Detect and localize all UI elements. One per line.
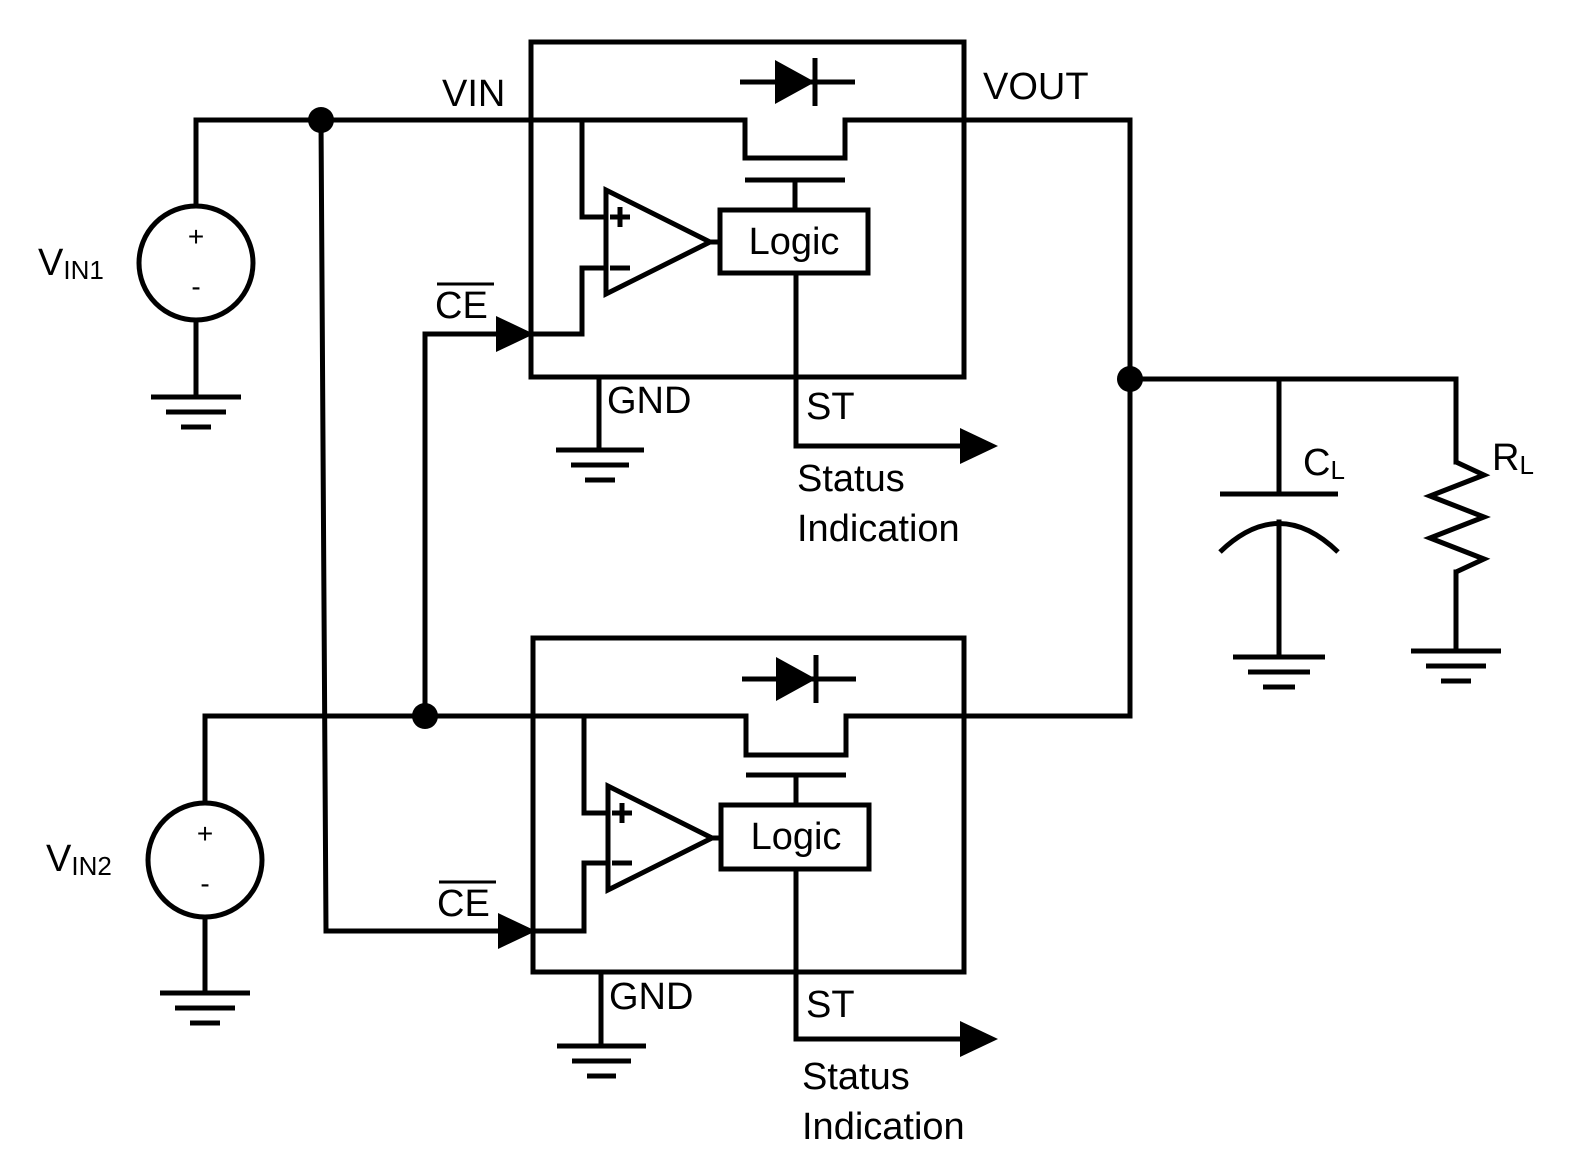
vin1-junction-dot-icon	[308, 107, 334, 133]
vin1-label: VIN1	[38, 242, 104, 285]
top-indication-label: Indication	[797, 508, 960, 550]
bottom-indication-label: Indication	[802, 1106, 965, 1148]
vin-label: VIN	[442, 73, 505, 115]
top-st-label: ST	[806, 386, 855, 428]
bottom-body-diode-icon	[742, 655, 856, 703]
resistor-icon	[1411, 459, 1501, 684]
bottom-ic-ground-icon	[557, 1043, 646, 1079]
capacitor-icon	[1218, 491, 1340, 690]
bottom-logic-label: Logic	[751, 816, 842, 858]
top-gnd-label: GND	[607, 380, 691, 422]
vin2-junction-dot-icon	[412, 703, 438, 729]
vin1-minus-sign: -	[191, 271, 200, 302]
vin2-source-icon	[145, 800, 265, 1026]
vin2-plus-sign: +	[197, 818, 213, 849]
bottom-ic: Logic	[530, 635, 998, 1079]
top-comparator-icon	[603, 185, 720, 299]
bottom-st-label: ST	[806, 984, 855, 1026]
top-ic-box	[528, 39, 967, 380]
main-wiring	[193, 107, 1459, 949]
vin1-source-icon	[136, 203, 256, 430]
bottom-ce-arrow-icon	[498, 913, 536, 949]
top-ic-ground-icon	[556, 447, 644, 483]
top-status-label: Status	[797, 458, 905, 500]
bottom-ce-label: CE	[437, 883, 490, 925]
bottom-mosfet-icon	[743, 713, 849, 805]
top-ic: Logic	[528, 39, 998, 483]
bottom-gnd-label: GND	[609, 976, 693, 1018]
vin1-plus-sign: +	[188, 221, 204, 252]
bottom-status-label: Status	[802, 1056, 910, 1098]
top-ce-label: CE	[435, 285, 488, 327]
top-logic-label: Logic	[749, 221, 840, 263]
top-body-diode-icon	[740, 58, 855, 106]
top-status-arrow-icon	[960, 428, 998, 464]
cl-label: CL	[1303, 442, 1345, 485]
bottom-comparator-icon	[605, 781, 721, 895]
bottom-ic-box	[530, 635, 967, 975]
rl-label: RL	[1492, 437, 1534, 480]
vin2-minus-sign: -	[200, 868, 209, 899]
vin2-label: VIN2	[46, 838, 112, 881]
bottom-status-arrow-icon	[960, 1021, 998, 1057]
top-ce-arrow-icon	[496, 316, 534, 352]
vout-label: VOUT	[983, 66, 1089, 108]
top-mosfet-icon	[742, 117, 848, 210]
